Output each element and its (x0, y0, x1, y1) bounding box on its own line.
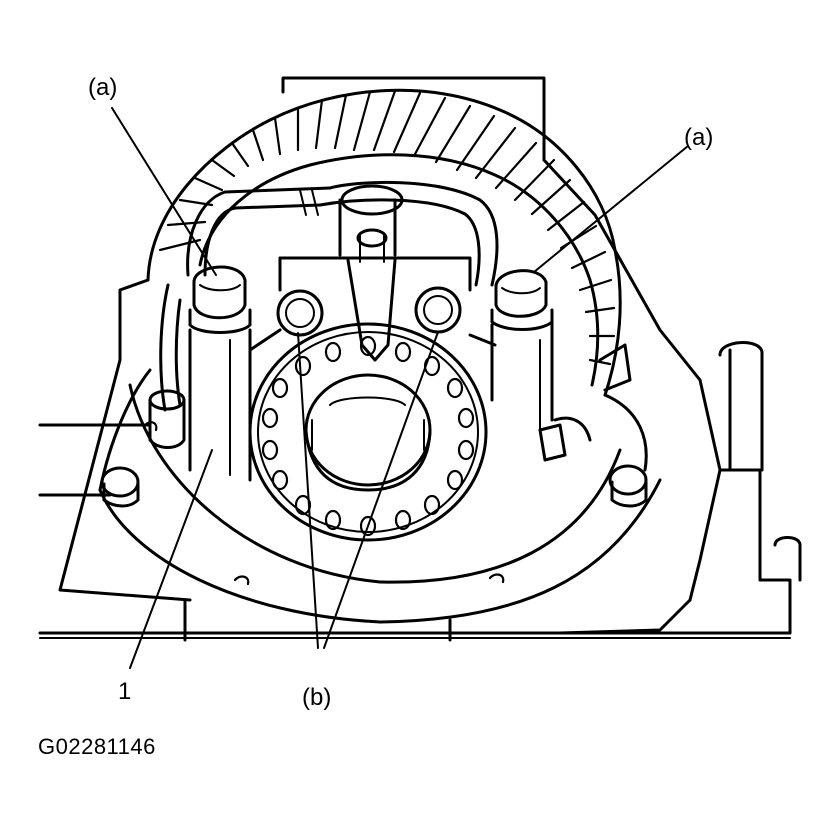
figure-id: G02281146 (38, 734, 156, 759)
bench-lines (38, 423, 792, 642)
housing-box (281, 76, 792, 635)
side-bracket (538, 343, 632, 462)
label-a-left: (a) (88, 74, 118, 101)
leader-one (129, 449, 213, 669)
companion-flange (248, 322, 488, 542)
bolt-b-left (276, 289, 324, 337)
side-rod (718, 341, 802, 582)
housing-flange (58, 278, 662, 624)
bolt-a-right (490, 269, 554, 331)
bolt-a-left (188, 265, 252, 334)
leader-lines (111, 107, 689, 669)
leader-b-right (323, 331, 439, 649)
carrier-blocks (188, 320, 554, 482)
label-a-right: (a) (684, 124, 714, 151)
leader-a-left (111, 107, 217, 276)
bolt-b-right (414, 286, 462, 334)
label-one: 1 (118, 678, 132, 705)
retainer-frame (159, 180, 499, 412)
carrier-yoke (278, 184, 472, 362)
leader-a-right (533, 145, 689, 273)
label-b: (b) (302, 684, 332, 711)
leader-b-left (297, 332, 319, 649)
